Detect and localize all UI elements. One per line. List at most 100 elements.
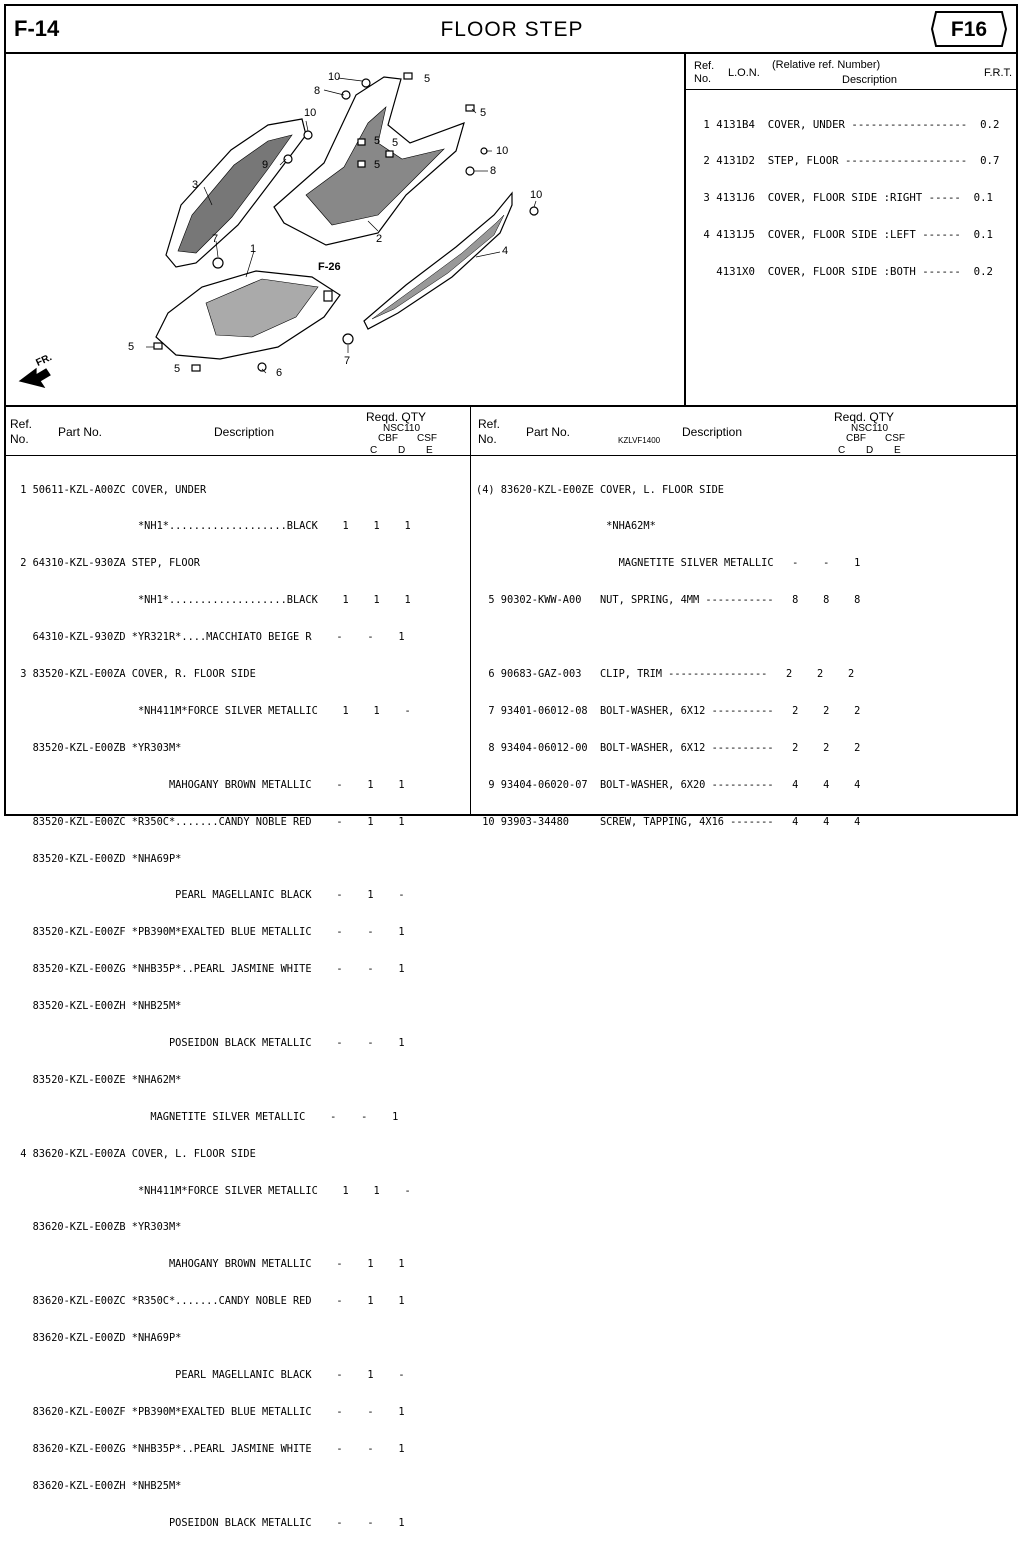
model-header: NSC110 (851, 423, 889, 434)
part-row: 83520-KZL-E00ZE *NHA62M* (14, 1073, 182, 1086)
parts-header-divider (4, 455, 1018, 456)
part-row: 64310-KZL-930ZD *YR321R*....MACCHIATO BE… (14, 631, 405, 644)
part-row: 5 90302-KWW-A00 NUT, SPRING, 4MM -------… (476, 594, 861, 607)
part-row: 83520-KZL-E00ZH *NHB25M* (14, 1000, 182, 1013)
part-row: MAHOGANY BROWN METALLIC - 1 1 (14, 778, 405, 791)
part-row: 2 64310-KZL-930ZA STEP, FLOOR (14, 557, 200, 570)
csf-header: CSF (417, 433, 437, 444)
part-row: 7 93401-06012-08 BOLT-WASHER, 6X12 -----… (476, 704, 861, 717)
callout-5: 5 (374, 159, 381, 171)
ref-header: Ref. (694, 60, 715, 72)
callout-10: 10 (328, 71, 341, 83)
part-row: *NH1*...................BLACK 1 1 1 (14, 520, 411, 533)
drawing-code: KZLVF1400 (618, 436, 661, 445)
part-row: 4 83620-KZL-E00ZA COVER, L. FLOOR SIDE (14, 1147, 256, 1160)
col-c-header: C (370, 445, 378, 456)
no-header: No. (478, 432, 497, 446)
part-no-header: Part No. (526, 425, 571, 439)
part-row: 83620-KZL-E00ZF *PB390M*EXALTED BLUE MET… (14, 1405, 405, 1418)
header-divider (4, 52, 1018, 54)
part-row: (4) 83620-KZL-E00ZE COVER, L. FLOOR SIDE (476, 483, 724, 496)
callout-5: 5 (174, 363, 181, 375)
part-row: POSEIDON BLACK METALLIC - - 1 (14, 1516, 405, 1529)
part-row: 83520-KZL-E00ZG *NHB35P*..PEARL JASMINE … (14, 963, 405, 976)
callout-8: 8 (490, 165, 497, 177)
part-row: 83620-KZL-E00ZD *NHA69P* (14, 1332, 182, 1345)
col-d-header: D (866, 445, 874, 456)
ref-row: 1 4131B4 COVER, UNDER ------------------… (697, 117, 1000, 131)
csf-header: CSF (885, 433, 905, 444)
no-header: No. (10, 432, 29, 446)
left-floor-side-cover (363, 191, 513, 330)
ref-header: Ref. (478, 417, 501, 431)
description-header: Description (214, 425, 275, 439)
ref-table-rows: 1 4131B4 COVER, UNDER ------------------… (697, 94, 999, 303)
figure-number: F16 (950, 18, 988, 41)
part-row: *NHA62M* (476, 520, 656, 533)
callout-10: 10 (530, 189, 543, 201)
parts-list-right: (4) 83620-KZL-E00ZE COVER, L. FLOOR SIDE… (476, 459, 860, 840)
part-row: 9 93404-06020-07 BOLT-WASHER, 6X20 -----… (476, 778, 861, 791)
description-header: Description (682, 425, 743, 439)
parts-column-divider (470, 406, 471, 816)
callout-7: 7 (344, 355, 351, 367)
ref-row: 4131X0 COVER, FLOOR SIDE :BOTH ------ 0.… (697, 265, 993, 279)
ref-table-divider (686, 89, 1018, 90)
relative-header: (Relative ref. Number) (772, 59, 881, 71)
callout-5: 5 (424, 73, 431, 85)
reqd-qty-header: Reqd. QTY (834, 410, 895, 424)
col-c-header: C (838, 445, 846, 456)
callout-2: 2 (376, 233, 383, 245)
col-d-header: D (398, 445, 406, 456)
callout-5: 5 (392, 137, 399, 149)
part-row: PEARL MAGELLANIC BLACK - 1 - (14, 1368, 405, 1381)
part-row: 83520-KZL-E00ZB *YR303M* (14, 741, 182, 754)
part-row: 83520-KZL-E00ZD *NHA69P* (14, 852, 182, 865)
part-row: 83620-KZL-E00ZG *NHB35P*..PEARL JASMINE … (14, 1442, 405, 1455)
callout-5: 5 (128, 341, 135, 353)
part-row: 83620-KZL-E00ZC *R350C*.......CANDY NOBL… (14, 1295, 405, 1308)
cbf-header: CBF (846, 433, 866, 444)
page-title: FLOOR STEP (440, 18, 584, 41)
part-row: 1 50611-KZL-A00ZC COVER, UNDER (14, 483, 207, 496)
diagram-divider (684, 53, 686, 405)
callout-8: 8 (314, 85, 321, 97)
callout-4: 4 (502, 245, 509, 257)
front-arrow (18, 367, 51, 388)
exploded-diagram: 10 5 8 5 10 5 5 10 9 5 8 3 10 2 7 1 4 F-… (6, 55, 684, 445)
cbf-header: CBF (378, 433, 398, 444)
col-e-header: E (894, 445, 901, 456)
part-row: 83620-KZL-E00ZB *YR303M* (14, 1221, 182, 1234)
callout-10: 10 (496, 145, 509, 157)
section-divider (4, 405, 1018, 407)
model-header: NSC110 (383, 423, 421, 434)
section-number: F-14 (14, 16, 60, 41)
ref-label-f26: F-26 (318, 261, 341, 273)
lon-header: L.O.N. (728, 67, 760, 79)
description-header: Description (842, 74, 898, 86)
reqd-qty-header: Reqd. QTY (366, 410, 427, 424)
page-frame (4, 4, 1018, 816)
part-no-header: Part No. (58, 425, 103, 439)
no-header: No. (694, 73, 712, 85)
part-row: 3 83520-KZL-E00ZA COVER, R. FLOOR SIDE (14, 668, 256, 681)
callout-3: 3 (192, 179, 199, 191)
part-row: MAHOGANY BROWN METALLIC - 1 1 (14, 1258, 405, 1271)
part-row: PEARL MAGELLANIC BLACK - 1 - (14, 889, 405, 902)
ref-header: Ref. (10, 417, 33, 431)
callout-7: 7 (212, 233, 219, 245)
part-row: MAGNETITE SILVER METALLIC - - 1 (476, 557, 861, 570)
figure-tag: F16 (930, 10, 1008, 48)
part-row: POSEIDON BLACK METALLIC - - 1 (14, 1036, 405, 1049)
callout-10: 10 (304, 107, 317, 119)
diagram-drawing (18, 72, 539, 388)
part-row: 8 93404-06012-00 BOLT-WASHER, 6X12 -----… (476, 741, 861, 754)
callout-1: 1 (250, 243, 257, 255)
ref-row: 3 4131J6 COVER, FLOOR SIDE :RIGHT ----- … (697, 191, 993, 205)
parts-list-left: 1 50611-KZL-A00ZC COVER, UNDER *NH1*....… (14, 459, 411, 1541)
part-row: *NH1*...................BLACK 1 1 1 (14, 594, 411, 607)
part-row (476, 631, 860, 643)
callout-5: 5 (374, 135, 381, 147)
callout-5: 5 (480, 107, 487, 119)
part-row: *NH411M*FORCE SILVER METALLIC 1 1 - (14, 704, 411, 717)
